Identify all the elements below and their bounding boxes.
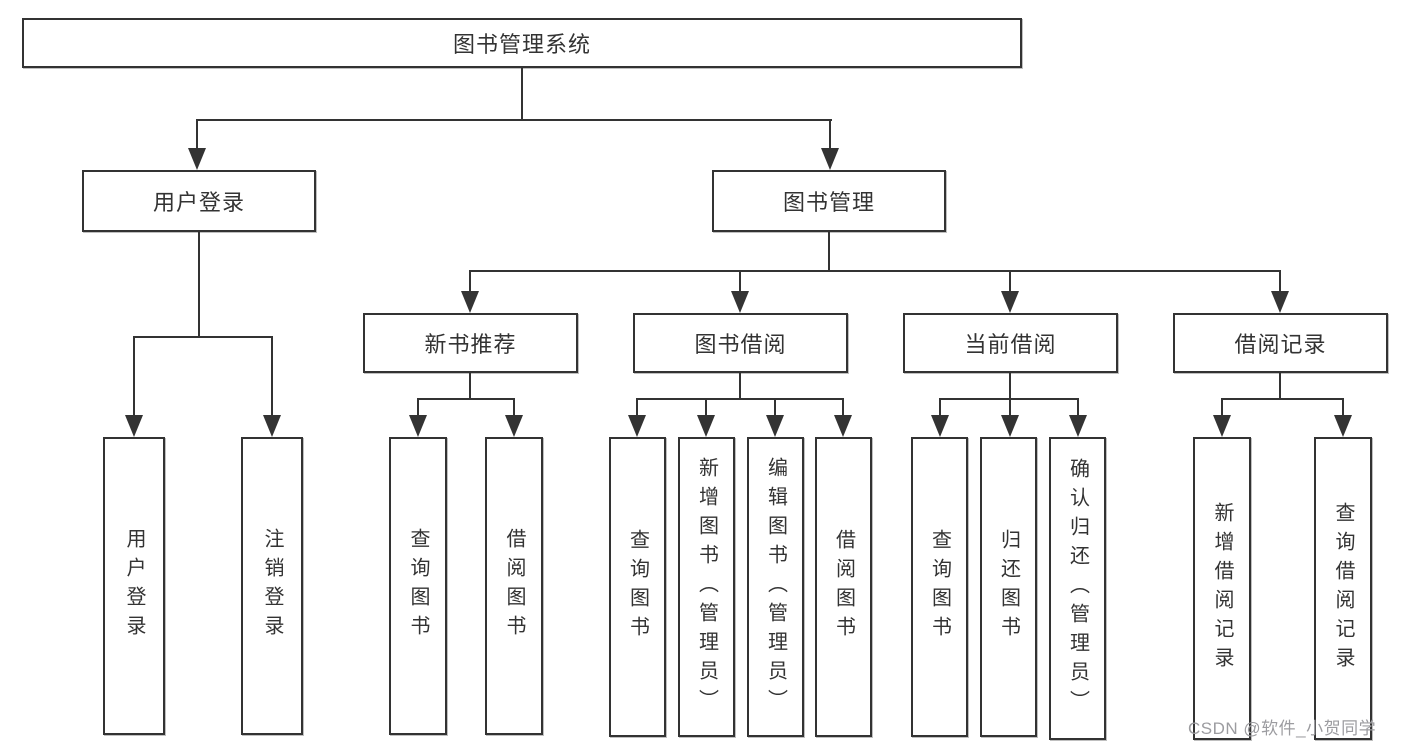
connector-userlogin-hbar [133,336,273,338]
connector-borrow-drop-4 [842,398,844,415]
node-book-borrow: 图书借阅 [633,313,848,373]
leaf-user-login: 用户登录 [103,437,165,735]
connector-root-hbar [196,119,832,121]
connector-recommend-drop-1 [417,398,419,415]
arrowhead-icon [1213,415,1231,437]
connector-borrow-drop-1 [636,398,638,415]
leaf-recommend-borrow-books: 借阅图书 [485,437,543,735]
arrowhead-icon [697,415,715,437]
node-current-borrow-label: 当前借阅 [964,332,1057,357]
connector-current-stem [1009,373,1011,400]
leaf-borrow-edit-books-admin-label: 编辑图书（管理员） [764,456,787,718]
node-current-borrow: 当前借阅 [903,313,1118,373]
connector-root-drop-right [829,119,831,149]
connector-borrow-drop-3 [774,398,776,415]
leaf-borrow-borrow-books-label: 借阅图书 [832,529,855,645]
connector-userlogin-drop-2 [271,336,273,415]
arrowhead-icon [409,415,427,437]
connector-current-drop-3 [1077,398,1079,415]
node-book-management-label: 图书管理 [782,190,875,215]
arrowhead-icon [505,415,523,437]
leaf-records-add-record: 新增借阅记录 [1193,437,1251,740]
arrowhead-icon [931,415,949,437]
arrowhead-icon [1001,415,1019,437]
arrowhead-icon [628,415,646,437]
connector-recommend-drop-2 [513,398,515,415]
connector-bookmgmt-drop-3 [1009,270,1011,292]
node-book-management: 图书管理 [712,170,946,232]
connector-bookmgmt-drop-4 [1279,270,1281,292]
connector-borrow-hbar [636,398,844,400]
leaf-logout: 注销登录 [241,437,303,735]
connector-userlogin-stem [198,232,200,338]
leaf-logout-label: 注销登录 [261,528,283,644]
watermark: CSDN @软件_小贺同学 [1188,719,1377,738]
arrowhead-icon [821,148,839,170]
connector-recommend-hbar [417,398,515,400]
leaf-borrow-query-books: 查询图书 [609,437,666,737]
connector-borrow-drop-2 [705,398,707,415]
leaf-current-query-books-label: 查询图书 [928,529,951,645]
arrowhead-icon [731,291,749,313]
connector-records-drop-1 [1221,398,1223,415]
leaf-borrow-add-books-admin: 新增图书（管理员） [678,437,735,737]
connector-records-drop-2 [1342,398,1344,415]
leaf-current-confirm-return-admin: 确认归还（管理员） [1049,437,1106,740]
connector-recommend-stem [469,373,471,400]
connector-borrow-stem [739,373,741,400]
arrowhead-icon [766,415,784,437]
connector-records-stem [1279,373,1281,400]
leaf-borrow-add-books-admin-label: 新增图书（管理员） [695,456,718,718]
leaf-current-confirm-return-admin-label: 确认归还（管理员） [1066,458,1089,719]
arrowhead-icon [1334,415,1352,437]
node-root: 图书管理系统 [22,18,1022,68]
connector-bookmgmt-stem [828,232,830,272]
node-root-label: 图书管理系统 [452,32,591,57]
leaf-records-query-record-label: 查询借阅记录 [1332,501,1354,676]
leaf-user-login-label: 用户登录 [123,528,145,644]
connector-bookmgmt-drop-1 [469,270,471,292]
leaf-records-add-record-label: 新增借阅记录 [1211,501,1233,676]
leaf-records-query-record: 查询借阅记录 [1314,437,1372,740]
leaf-recommend-borrow-books-label: 借阅图书 [503,528,525,644]
connector-userlogin-drop-1 [133,336,135,415]
connector-bookmgmt-hbar [469,270,1281,272]
node-new-book-recommend-label: 新书推荐 [424,332,517,357]
node-user-login: 用户登录 [82,170,316,232]
node-user-login-label: 用户登录 [152,190,245,215]
arrowhead-icon [1069,415,1087,437]
leaf-current-query-books: 查询图书 [911,437,968,737]
node-new-book-recommend: 新书推荐 [363,313,578,373]
arrowhead-icon [1271,291,1289,313]
leaf-current-return-books: 归还图书 [980,437,1037,737]
arrowhead-icon [1001,291,1019,313]
leaf-borrow-edit-books-admin: 编辑图书（管理员） [747,437,804,737]
node-borrow-records: 借阅记录 [1173,313,1388,373]
connector-root-stem [521,68,523,121]
connector-current-drop-2 [1009,398,1011,415]
leaf-current-return-books-label: 归还图书 [997,529,1020,645]
arrowhead-icon [125,415,143,437]
leaf-borrow-borrow-books: 借阅图书 [815,437,872,737]
connector-current-drop-1 [939,398,941,415]
leaf-borrow-query-books-label: 查询图书 [626,529,649,645]
connector-records-hbar [1221,398,1344,400]
connector-bookmgmt-drop-2 [739,270,741,292]
leaf-recommend-query-books-label: 查询图书 [407,528,429,644]
connector-root-drop-left [196,119,198,149]
node-borrow-records-label: 借阅记录 [1234,332,1327,357]
arrowhead-icon [188,148,206,170]
arrowhead-icon [263,415,281,437]
arrowhead-icon [461,291,479,313]
leaf-recommend-query-books: 查询图书 [389,437,447,735]
arrowhead-icon [834,415,852,437]
node-book-borrow-label: 图书借阅 [694,332,787,357]
